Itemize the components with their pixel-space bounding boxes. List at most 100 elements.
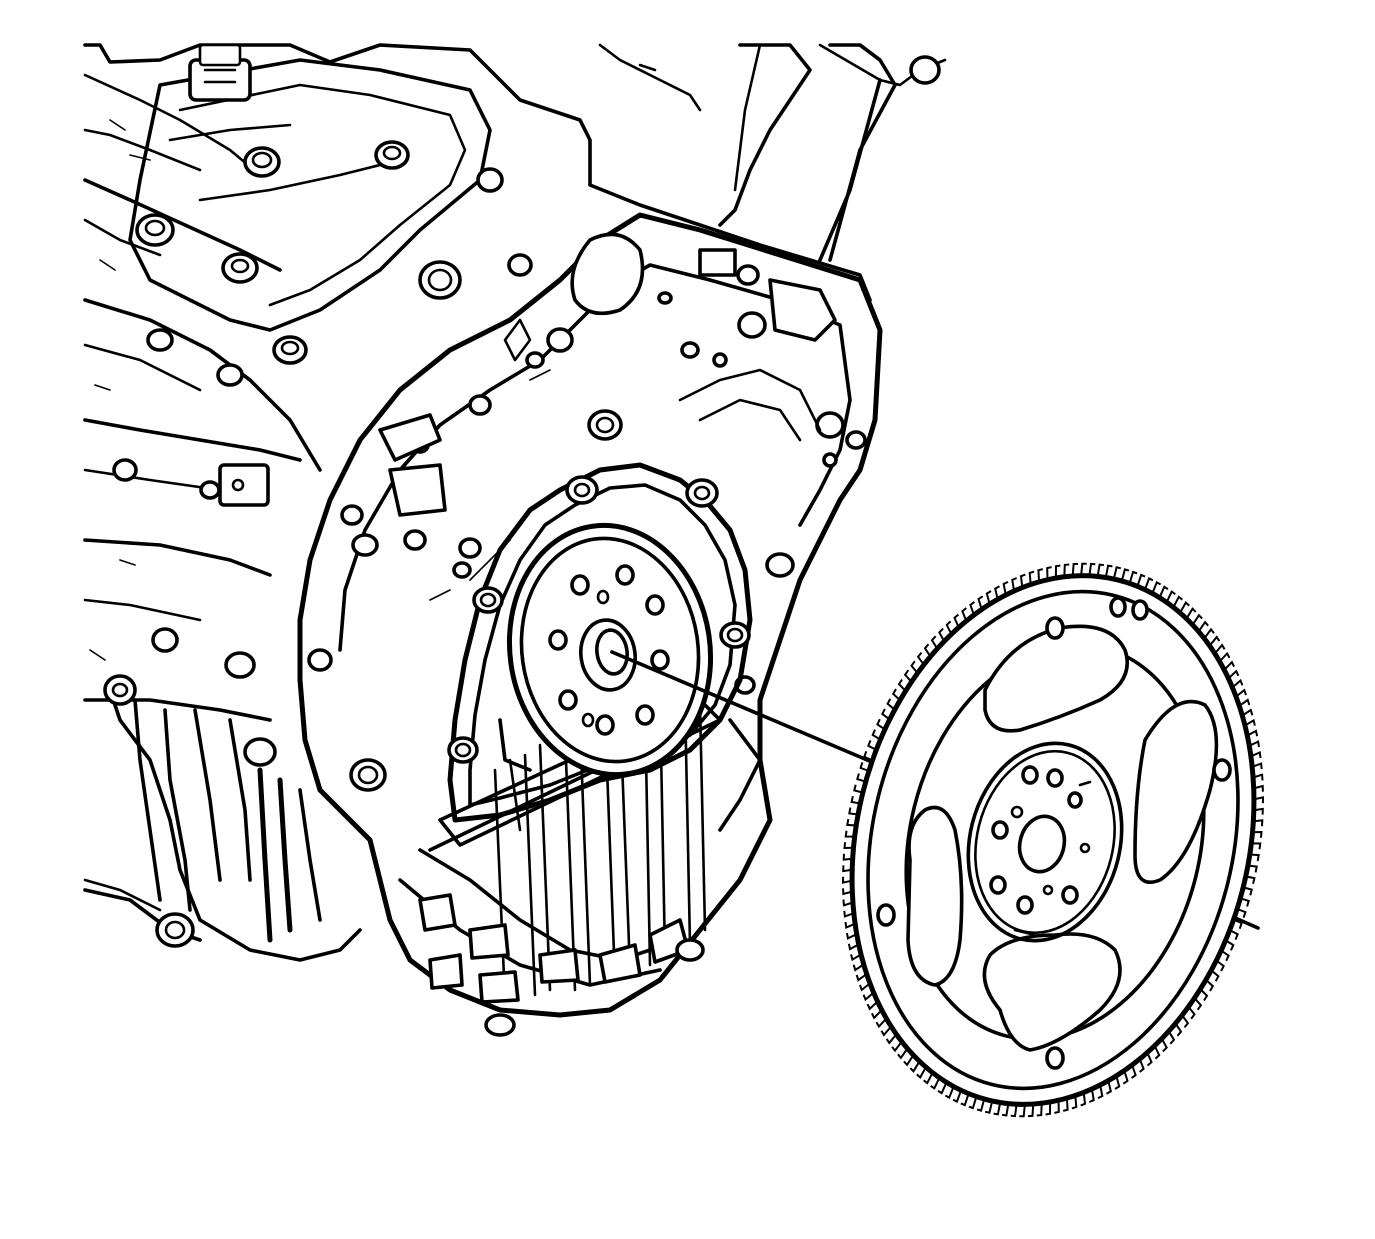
gear-tooth — [859, 982, 871, 992]
gear-tooth — [1252, 830, 1263, 838]
gear-tooth — [850, 795, 861, 805]
gear-tooth — [953, 613, 960, 628]
gear-tooth — [1249, 853, 1260, 862]
gear-tooth — [1227, 669, 1240, 680]
gear-tooth — [1158, 585, 1169, 599]
gear-tooth — [916, 1066, 927, 1079]
gear-tooth — [891, 1040, 903, 1053]
gear-tooth — [968, 1096, 978, 1110]
gear-tooth — [923, 1072, 934, 1085]
gear-tooth — [866, 1000, 879, 1011]
gear-tooth — [1191, 613, 1203, 626]
gear-tooth — [843, 910, 855, 918]
gear-tooth — [952, 1089, 963, 1103]
gear-tooth — [960, 1093, 970, 1107]
gear-tooth — [903, 1054, 915, 1067]
gear-tooth — [1165, 590, 1176, 603]
gear-tooth — [1120, 568, 1130, 582]
gear-tooth — [1185, 607, 1197, 620]
gear-tooth — [1167, 1030, 1176, 1045]
gear-tooth — [1071, 562, 1079, 577]
gear-tooth — [937, 1081, 948, 1095]
gear-tooth — [1010, 1104, 1018, 1118]
gear-tooth — [847, 943, 860, 951]
gear-tooth — [1037, 568, 1044, 582]
gear-tooth — [984, 1100, 994, 1114]
gear-tooth — [852, 963, 865, 972]
gear-tooth — [1203, 627, 1215, 640]
gear-tooth — [842, 865, 853, 873]
gear-tooth — [1019, 573, 1026, 588]
gear-tooth — [1246, 729, 1259, 737]
gear-tooth — [1136, 573, 1146, 587]
gear-tooth — [1153, 1045, 1161, 1060]
gear-tooth — [1036, 1103, 1043, 1117]
gear-tooth — [994, 585, 1000, 600]
gear-tooth — [1251, 762, 1263, 770]
gear-tooth — [1128, 570, 1138, 584]
gear-tooth — [1244, 718, 1256, 727]
gear-tooth — [1241, 708, 1254, 717]
gear-tooth — [903, 669, 913, 683]
gear-tooth — [871, 1009, 883, 1020]
gear-tooth — [1151, 580, 1162, 594]
gear-tooth — [1223, 660, 1235, 671]
gear-tooth — [846, 932, 858, 940]
gear-tooth — [909, 1060, 921, 1073]
gear-tooth — [1112, 566, 1122, 580]
gear-tooth — [916, 651, 925, 666]
gear-tooth — [1229, 929, 1239, 940]
gear-tooth — [848, 807, 859, 816]
gear-tooth — [1233, 918, 1243, 930]
gear-tooth — [1253, 796, 1265, 804]
gear-tooth — [1096, 563, 1105, 577]
gear-tooth — [1011, 577, 1018, 592]
gear-tooth — [1088, 562, 1096, 576]
gear-tooth — [930, 1077, 941, 1090]
gear-tooth — [1247, 864, 1258, 873]
gear-tooth — [1208, 635, 1221, 647]
gear-tooth — [885, 1033, 898, 1045]
gear-tooth — [1114, 1075, 1121, 1090]
gear-tooth — [856, 773, 866, 783]
gear-tooth — [1063, 563, 1070, 577]
gear-tooth — [897, 1047, 909, 1060]
gear-tooth — [844, 921, 856, 929]
gear-tooth — [1240, 897, 1250, 907]
gear-tooth — [1131, 1064, 1137, 1079]
gear-tooth — [944, 1086, 955, 1100]
gear-tooth — [1054, 564, 1061, 579]
gear-tooth — [910, 660, 919, 674]
gear-tooth — [1193, 997, 1203, 1011]
gear-tooth — [1106, 1080, 1112, 1095]
gear-tooth — [1251, 842, 1262, 850]
gear-tooth — [1242, 886, 1253, 896]
gear-tooth — [886, 698, 896, 711]
gear-tooth — [1253, 807, 1264, 815]
gear-tooth — [1097, 1084, 1104, 1099]
gear-tooth — [1250, 751, 1262, 759]
seal-housing-icon — [447, 462, 753, 823]
gear-tooth — [1027, 1103, 1035, 1118]
gear-tooth — [930, 635, 939, 650]
gear-tooth — [1054, 1100, 1060, 1114]
gear-tooth — [859, 761, 870, 772]
gear-tooth — [1197, 620, 1209, 633]
gear-tooth — [1253, 819, 1264, 827]
gear-tooth — [1046, 566, 1052, 580]
gear-tooth — [1231, 678, 1244, 689]
gear-tooth — [897, 678, 907, 692]
gear-tooth — [1019, 1104, 1026, 1118]
gear-tooth — [1205, 979, 1215, 992]
gear-tooth — [923, 643, 932, 658]
gear-tooth — [881, 708, 891, 721]
gear-tooth — [1045, 1101, 1052, 1116]
gear-tooth — [841, 876, 853, 884]
gear-tooth — [1220, 949, 1230, 962]
gear-tooth — [846, 818, 857, 827]
gear-tooth — [1160, 1038, 1168, 1053]
gear-tooth — [993, 1102, 1002, 1116]
gear-tooth — [969, 601, 975, 616]
crankshaft-flange-icon — [506, 522, 714, 778]
